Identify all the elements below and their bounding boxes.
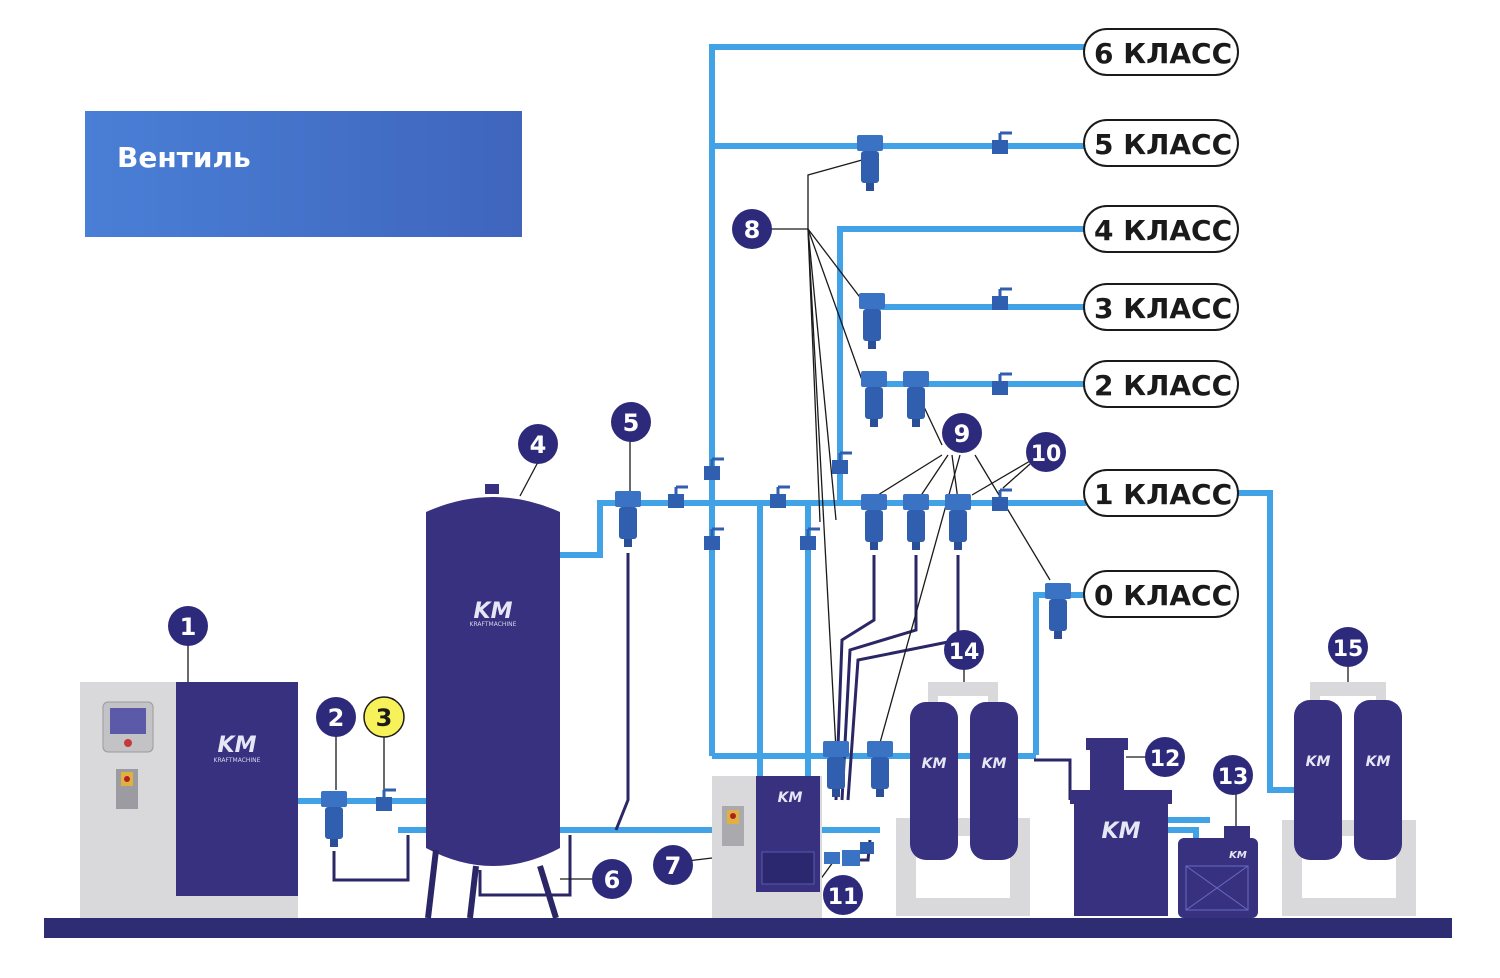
svg-text:9: 9 <box>954 420 971 448</box>
svg-text:13: 13 <box>1218 765 1249 790</box>
adsorption-dryer-15: KM KM <box>1282 682 1416 916</box>
svg-text:4 КЛАСС: 4 КЛАСС <box>1094 214 1232 247</box>
filter-bottom-b <box>867 741 893 797</box>
marker-13: 13 <box>1213 755 1253 795</box>
class-label-1: 1 КЛАСС <box>1083 469 1239 517</box>
brand-logo-15b: KM <box>1366 754 1391 770</box>
class-label-0: 0 КЛАСС <box>1083 570 1239 618</box>
brand-logo-14a: KM <box>922 756 947 772</box>
svg-text:5: 5 <box>623 409 640 437</box>
marker-4: 4 <box>518 424 558 464</box>
marker-12: 12 <box>1145 737 1185 777</box>
canister-13: KM <box>1178 826 1258 918</box>
filter-9c <box>945 494 971 550</box>
brand-logo-7: KM <box>778 790 803 806</box>
brand-logo-1: KM <box>218 733 257 758</box>
svg-text:4: 4 <box>530 431 547 459</box>
compressor-1: KM KRAFTMACHINE <box>80 682 298 918</box>
svg-text:5 КЛАСС: 5 КЛАСС <box>1094 128 1232 161</box>
separator-12: KM <box>1070 738 1172 916</box>
svg-text:7: 7 <box>665 852 682 880</box>
svg-text:10: 10 <box>1031 442 1062 467</box>
svg-text:6: 6 <box>604 866 621 894</box>
brand-sub-4: KRAFTMACHINE <box>470 621 517 628</box>
svg-text:11: 11 <box>828 885 859 910</box>
marker-9: 9 <box>942 413 982 453</box>
filter-5 <box>615 491 641 547</box>
filter-9b <box>903 494 929 550</box>
svg-text:8: 8 <box>744 216 761 244</box>
brand-logo-4: KM <box>474 599 513 624</box>
marker-5: 5 <box>611 402 651 442</box>
marker-7: 7 <box>653 845 693 885</box>
leader-lines <box>187 159 1349 881</box>
marker-3: 3 <box>363 696 405 738</box>
brand-sub-1: KRAFTMACHINE <box>214 757 261 764</box>
filter-class-0 <box>1045 583 1071 639</box>
svg-text:14: 14 <box>949 640 980 665</box>
class-label-5: 5 КЛАСС <box>1083 119 1239 167</box>
marker-8: 8 <box>732 209 772 249</box>
class-label-4: 4 КЛАСС <box>1083 205 1239 253</box>
receiver-tank-4: KM KRAFTMACHINE <box>425 484 560 919</box>
dryer-7: KM <box>712 776 822 918</box>
marker-1: 1 <box>168 606 208 646</box>
adsorption-dryer-14: KM KM <box>896 682 1030 916</box>
brand-logo-12: KM <box>1102 819 1141 844</box>
svg-text:3 КЛАСС: 3 КЛАСС <box>1094 292 1232 325</box>
svg-text:2: 2 <box>328 704 345 732</box>
marker-15: 15 <box>1328 627 1368 667</box>
drain-lines <box>332 553 1072 897</box>
title-banner: Вентиль <box>85 111 522 237</box>
svg-text:1: 1 <box>180 613 197 641</box>
bypass-assembly-11 <box>824 842 874 866</box>
brand-logo-14b: KM <box>982 756 1007 772</box>
filter-class-3 <box>859 293 885 349</box>
svg-text:3: 3 <box>376 704 393 732</box>
class-label-6: 6 КЛАСС <box>1083 28 1239 76</box>
class-label-2: 2 КЛАСС <box>1083 360 1239 408</box>
markers: 1 2 3 4 5 6 7 8 9 10 11 12 13 14 15 <box>168 209 1368 915</box>
class-labels: 6 КЛАСС 5 КЛАСС 4 КЛАСС 3 КЛАСС 2 КЛАСС … <box>1083 28 1239 618</box>
marker-14: 14 <box>944 630 984 670</box>
filter-class-2a <box>861 371 887 427</box>
title-text: Вентиль <box>117 141 251 174</box>
marker-6: 6 <box>592 859 632 899</box>
svg-text:6 КЛАСС: 6 КЛАСС <box>1094 37 1232 70</box>
floor-base <box>44 918 1452 938</box>
class-label-3: 3 КЛАСС <box>1083 283 1239 331</box>
svg-text:1 КЛАСС: 1 КЛАСС <box>1094 478 1232 511</box>
brand-logo-13: KM <box>1229 850 1247 861</box>
filter-class-5 <box>857 135 883 191</box>
svg-text:0 КЛАСС: 0 КЛАСС <box>1094 579 1232 612</box>
filter-class-2b <box>903 371 929 427</box>
brand-logo-15a: KM <box>1306 754 1331 770</box>
svg-text:15: 15 <box>1333 637 1364 662</box>
marker-2: 2 <box>316 697 356 737</box>
filter-9a <box>861 494 887 550</box>
svg-text:2 КЛАСС: 2 КЛАСС <box>1094 369 1232 402</box>
svg-text:12: 12 <box>1150 747 1181 772</box>
marker-10: 10 <box>1026 432 1066 472</box>
marker-11: 11 <box>823 875 863 915</box>
filter-2 <box>321 791 347 847</box>
